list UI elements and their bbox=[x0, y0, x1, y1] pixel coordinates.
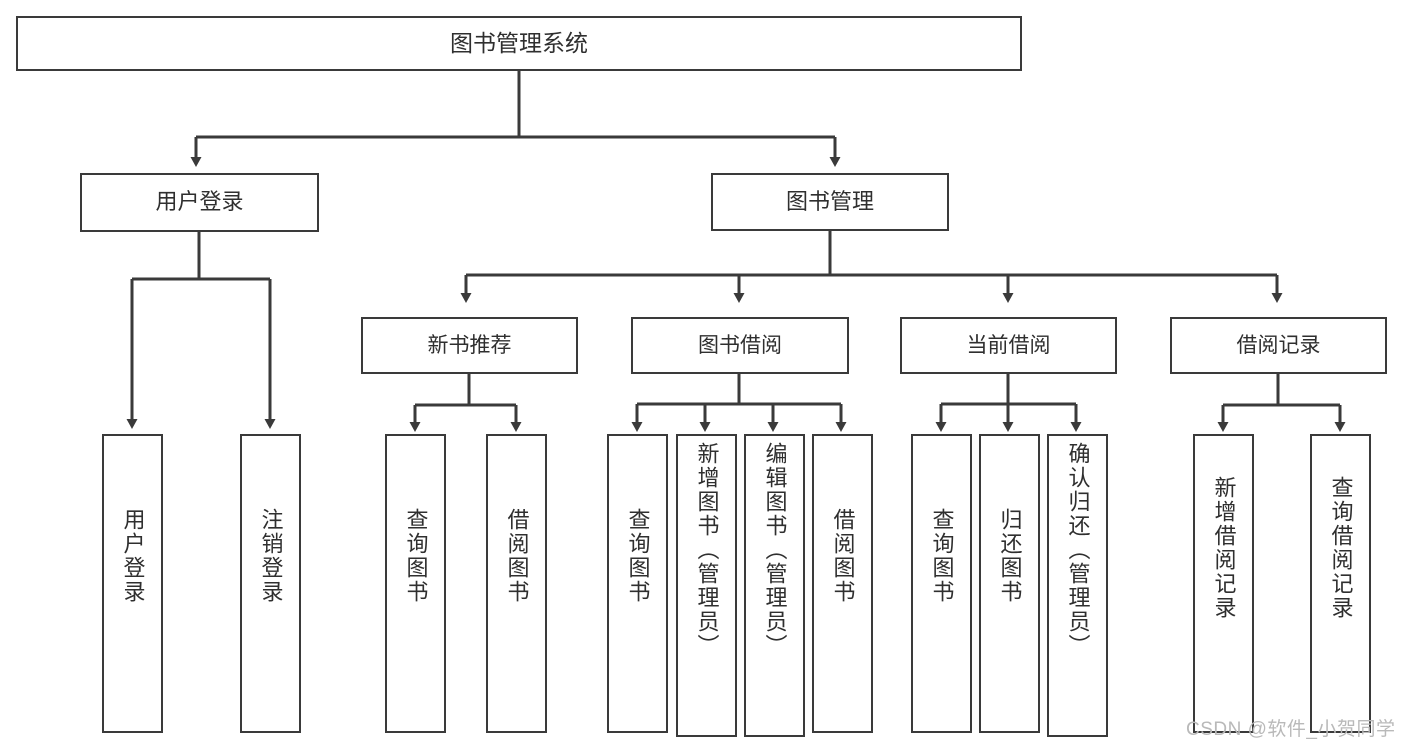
leaf-return-book[interactable]: 归还图书 bbox=[979, 434, 1040, 733]
node-label: 查询图书 bbox=[929, 508, 955, 604]
node-label: 借阅图书 bbox=[504, 508, 530, 604]
node-label: 图书管理系统 bbox=[450, 29, 588, 56]
node-new-book-recommend[interactable]: 新书推荐 bbox=[361, 317, 578, 374]
leaf-add-book-admin[interactable]: 新增图书（管理员） bbox=[676, 434, 737, 737]
node-label: 新书推荐 bbox=[427, 333, 512, 357]
node-label: 编辑图书（管理员） bbox=[762, 442, 788, 658]
node-label: 用户登录 bbox=[120, 508, 146, 604]
leaf-query-book-borrow[interactable]: 查询图书 bbox=[607, 434, 668, 733]
node-label: 确认归还（管理员） bbox=[1065, 442, 1091, 658]
leaf-borrow-book[interactable]: 借阅图书 bbox=[812, 434, 873, 733]
leaf-logout[interactable]: 注销登录 bbox=[240, 434, 301, 733]
node-current-borrow[interactable]: 当前借阅 bbox=[900, 317, 1117, 374]
node-book-borrow[interactable]: 图书借阅 bbox=[631, 317, 849, 374]
leaf-query-book-current[interactable]: 查询图书 bbox=[911, 434, 972, 733]
leaf-query-book-recommend[interactable]: 查询图书 bbox=[385, 434, 446, 733]
leaf-add-borrow-record[interactable]: 新增借阅记录 bbox=[1193, 434, 1254, 733]
node-label: 借阅图书 bbox=[830, 508, 856, 604]
node-label: 查询图书 bbox=[403, 508, 429, 604]
leaf-edit-book-admin[interactable]: 编辑图书（管理员） bbox=[744, 434, 805, 737]
node-user-login[interactable]: 用户登录 bbox=[80, 173, 319, 232]
node-label: 查询借阅记录 bbox=[1328, 476, 1354, 620]
node-label: 新增图书（管理员） bbox=[694, 442, 720, 658]
node-label: 用户登录 bbox=[155, 189, 244, 215]
leaf-user-login[interactable]: 用户登录 bbox=[102, 434, 163, 733]
node-label: 查询图书 bbox=[625, 508, 651, 604]
node-label: 注销登录 bbox=[258, 508, 284, 604]
node-label: 归还图书 bbox=[997, 508, 1023, 604]
leaf-borrow-book-recommend[interactable]: 借阅图书 bbox=[486, 434, 547, 733]
node-book-management[interactable]: 图书管理 bbox=[711, 173, 949, 231]
node-root-system[interactable]: 图书管理系统 bbox=[16, 16, 1022, 71]
node-label: 新增借阅记录 bbox=[1211, 476, 1237, 620]
node-borrow-record[interactable]: 借阅记录 bbox=[1170, 317, 1387, 374]
leaf-query-borrow-record[interactable]: 查询借阅记录 bbox=[1310, 434, 1371, 733]
leaf-confirm-return-admin[interactable]: 确认归还（管理员） bbox=[1047, 434, 1108, 737]
csdn-watermark: CSDN @软件_小贺同学 bbox=[1186, 719, 1396, 740]
node-label: 当前借阅 bbox=[966, 333, 1051, 357]
node-label: 图书管理 bbox=[785, 188, 874, 214]
node-label: 图书借阅 bbox=[698, 333, 782, 357]
node-label: 借阅记录 bbox=[1236, 333, 1321, 357]
